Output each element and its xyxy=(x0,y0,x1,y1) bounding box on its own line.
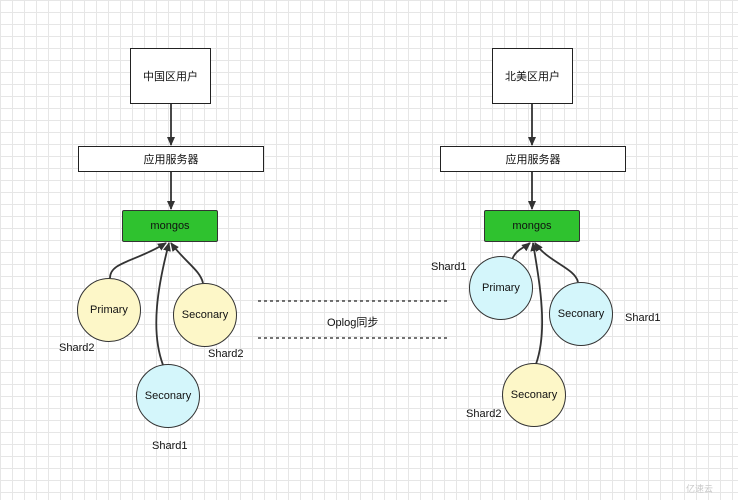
curve-primary-to-mongos-left xyxy=(109,242,167,279)
shard-label-secondary2-left: Shard1 xyxy=(152,440,188,452)
secondary-node-2-label-right: Seconary xyxy=(510,389,558,401)
curve-primary-to-mongos-right xyxy=(511,242,531,261)
primary-node-label-right: Primary xyxy=(482,282,520,294)
app-server-box-right: 应用服务器 xyxy=(440,146,626,172)
watermark: 亿速云 xyxy=(686,484,714,494)
oplog-sync-label: Oplog同步 xyxy=(327,317,379,329)
curve-secondary1-to-mongos-right xyxy=(534,242,579,283)
mongos-label-right: mongos xyxy=(512,220,552,232)
china-user-label: 中国区用户 xyxy=(143,71,198,83)
shard-label-secondary2-right: Shard2 xyxy=(466,408,502,420)
secondary-node-1-label-right: Seconary xyxy=(557,308,605,320)
app-server-label-right: 应用服务器 xyxy=(505,154,561,166)
china-user-box: 中国区用户 xyxy=(130,48,211,104)
mongos-box-right: mongos xyxy=(484,210,580,242)
primary-node-label-left: Primary xyxy=(90,304,128,316)
secondary-node-1-label-left: Seconary xyxy=(181,309,229,321)
primary-node-left: Primary xyxy=(77,278,141,342)
mongos-box-left: mongos xyxy=(122,210,218,242)
secondary-node-2-right: Seconary xyxy=(502,363,566,427)
primary-node-right: Primary xyxy=(469,256,533,320)
app-server-box-left: 应用服务器 xyxy=(78,146,264,172)
secondary-node-2-left: Seconary xyxy=(136,364,200,428)
secondary-node-2-label-left: Seconary xyxy=(144,390,192,402)
shard-label-secondary1-right: Shard1 xyxy=(625,312,661,324)
secondary-node-1-right: Seconary xyxy=(549,282,613,346)
secondary-node-1-left: Seconary xyxy=(173,283,237,347)
north-america-user-box: 北美区用户 xyxy=(492,48,573,104)
app-server-label-left: 应用服务器 xyxy=(143,154,199,166)
mongos-label-left: mongos xyxy=(150,220,190,232)
curve-secondary2-to-mongos-right xyxy=(530,242,544,365)
curve-secondary1-to-mongos-left xyxy=(170,242,204,284)
north-america-user-label: 北美区用户 xyxy=(505,71,560,83)
shard-label-primary-left: Shard2 xyxy=(59,342,95,354)
curve-secondary2-to-mongos-left xyxy=(155,242,171,366)
shard-label-secondary1-left: Shard2 xyxy=(208,348,244,360)
shard-label-primary-right: Shard1 xyxy=(431,261,467,273)
